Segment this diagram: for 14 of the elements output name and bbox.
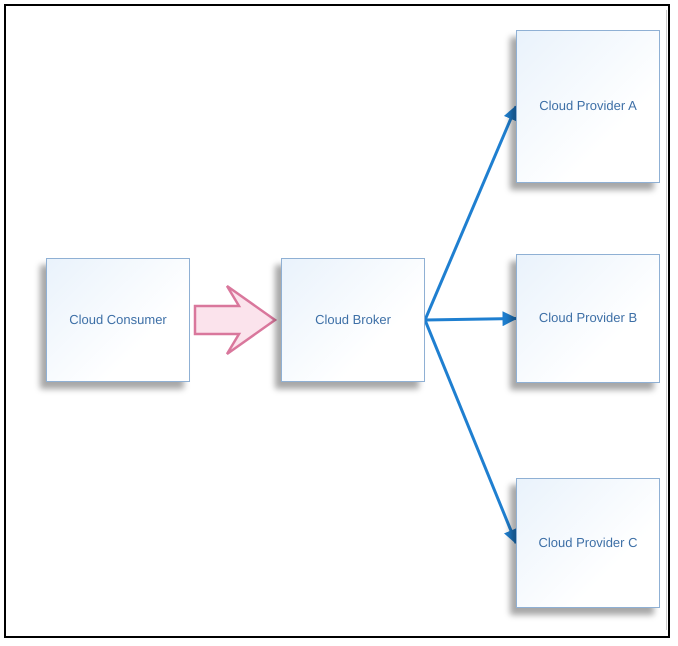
process-box [281,258,425,382]
process-box [516,30,660,183]
arrow [424,319,518,544]
process-box [46,258,190,382]
arrow [424,311,518,326]
block-arrow [194,284,278,356]
arrow [424,105,518,321]
process-box [516,254,660,383]
box-label: Cloud Provider A [538,97,638,116]
box-label: Cloud Consumer [68,310,168,329]
box-label: Cloud Broker [314,310,392,329]
box-label: Cloud Provider B [538,309,638,328]
box-label: Cloud Provider C [538,534,638,552]
process-box [516,478,660,608]
